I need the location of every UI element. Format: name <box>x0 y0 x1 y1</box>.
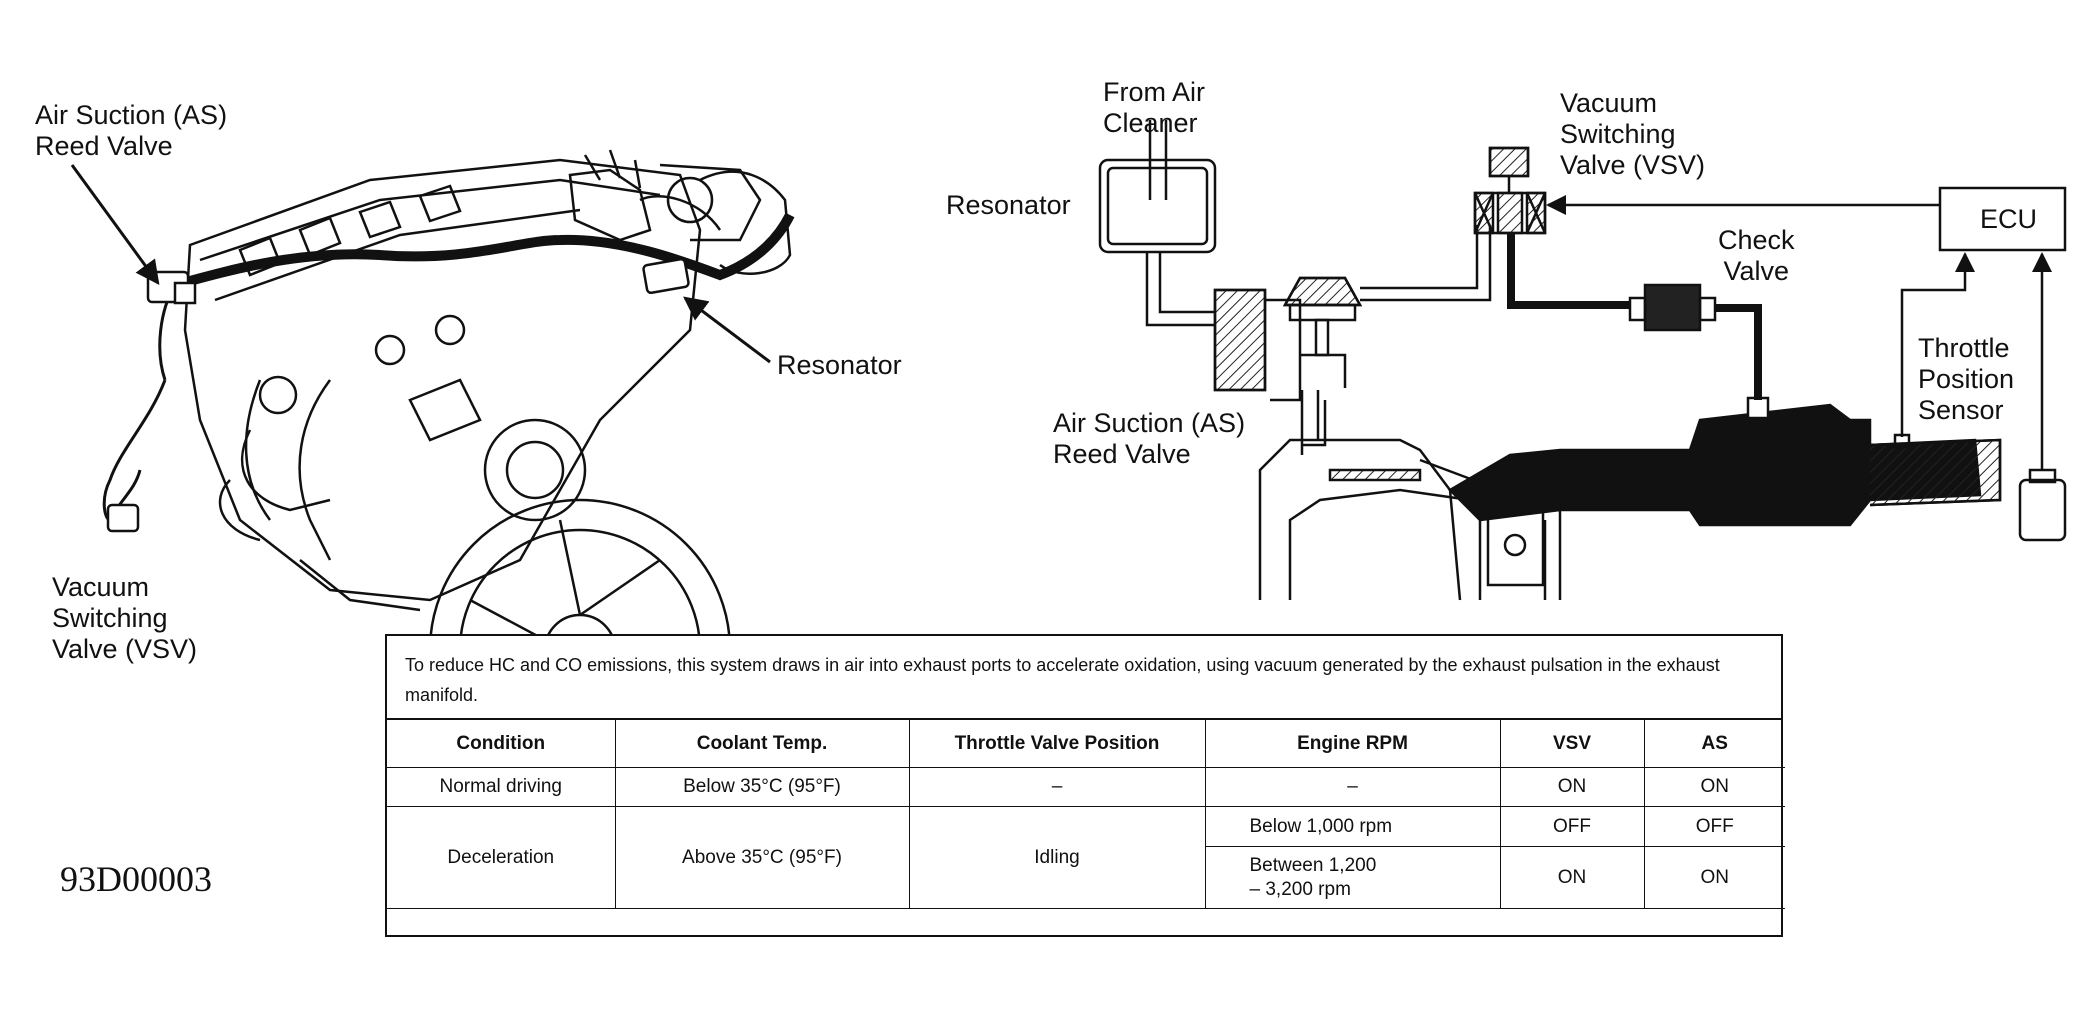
cell-coolant: Below 35°C (95°F) <box>614 767 910 807</box>
label-resonator: Resonator <box>946 190 1071 220</box>
table-row: Deceleration Above 35°C (95°F) Idling Be… <box>387 806 1785 909</box>
vacuum-hose-vsv-check-valve <box>1507 233 1762 400</box>
cell-vsv: OFF <box>1499 806 1645 847</box>
table-row: Normal driving Below 35°C (95°F) – – ON … <box>387 767 1785 807</box>
leader-resonator <box>683 296 771 364</box>
cell-vsv: ON <box>1499 767 1645 807</box>
label-throttle-position-sensor: Throttle Position Sensor <box>1918 333 2015 425</box>
header-engine-rpm: Engine RPM <box>1204 720 1501 768</box>
header-throttle-valve-position: Throttle Valve Position <box>908 720 1206 768</box>
cell-throttle: – <box>908 767 1206 807</box>
table-header-row: Condition Coolant Temp. Throttle Valve P… <box>387 720 1785 768</box>
label-engine-vsv: Vacuum Switching Valve (VSV) <box>52 572 198 664</box>
reed-valve-body <box>1213 288 1267 392</box>
header-vsv: VSV <box>1499 720 1645 768</box>
cell-vsv: ON <box>1499 846 1645 909</box>
label-engine-as-reed-valve: Air Suction (AS) Reed Valve <box>35 100 228 161</box>
cell-as: ON <box>1643 767 1785 807</box>
leader-as-reed-valve <box>70 164 160 285</box>
vsv-filter <box>1488 146 1530 178</box>
engine-resonator-icon <box>642 257 690 295</box>
cell-as: OFF <box>1643 806 1785 847</box>
ecu-box <box>1938 186 2067 252</box>
resonator-box <box>1098 158 1217 254</box>
label-vsv: Vacuum Switching Valve (VSV) <box>1560 88 1706 180</box>
figure-id: 93D00003 <box>60 859 212 899</box>
label-engine-resonator: Resonator <box>777 350 902 380</box>
check-valve-body <box>1643 283 1702 332</box>
label-ecu: ECU <box>1980 204 2038 234</box>
header-condition: Condition <box>387 720 616 768</box>
condition-table: Condition Coolant Temp. Throttle Valve P… <box>387 720 1785 909</box>
engine-vsv-icon <box>106 503 140 533</box>
cell-as: ON <box>1643 846 1785 909</box>
label-as-reed-valve: Air Suction (AS) Reed Valve <box>1053 408 1246 469</box>
cell-rpm: Between 1,200 – 3,200 rpm <box>1205 846 1501 909</box>
label-check-valve: Check Valve <box>1718 225 1795 286</box>
cell-condition: Deceleration <box>387 806 616 909</box>
cell-rpm: – <box>1204 767 1501 807</box>
cell-condition: Normal driving <box>387 767 616 807</box>
cell-coolant: Above 35°C (95°F) <box>614 806 910 909</box>
signal-throttle-to-ecu <box>1900 252 1975 437</box>
system-description: To reduce HC and CO emissions, this syst… <box>387 636 1781 720</box>
condition-panel: To reduce HC and CO emissions, this syst… <box>385 634 1785 937</box>
engine-as-reed-valve-icon <box>146 270 197 305</box>
header-coolant-temp: Coolant Temp. <box>614 720 910 768</box>
label-from-air-cleaner: From Air Cleaner <box>1103 77 1206 138</box>
cell-throttle: Idling <box>908 806 1206 909</box>
table-row: Between 1,200 – 3,200 rpm ON ON <box>387 846 1785 909</box>
throttle-position-sensor <box>2018 478 2067 542</box>
header-as: AS <box>1643 720 1785 768</box>
vacuum-hose-harness <box>173 212 795 290</box>
cell-rpm: Below 1,000 rpm <box>1204 806 1501 847</box>
schematic <box>1098 120 2067 601</box>
